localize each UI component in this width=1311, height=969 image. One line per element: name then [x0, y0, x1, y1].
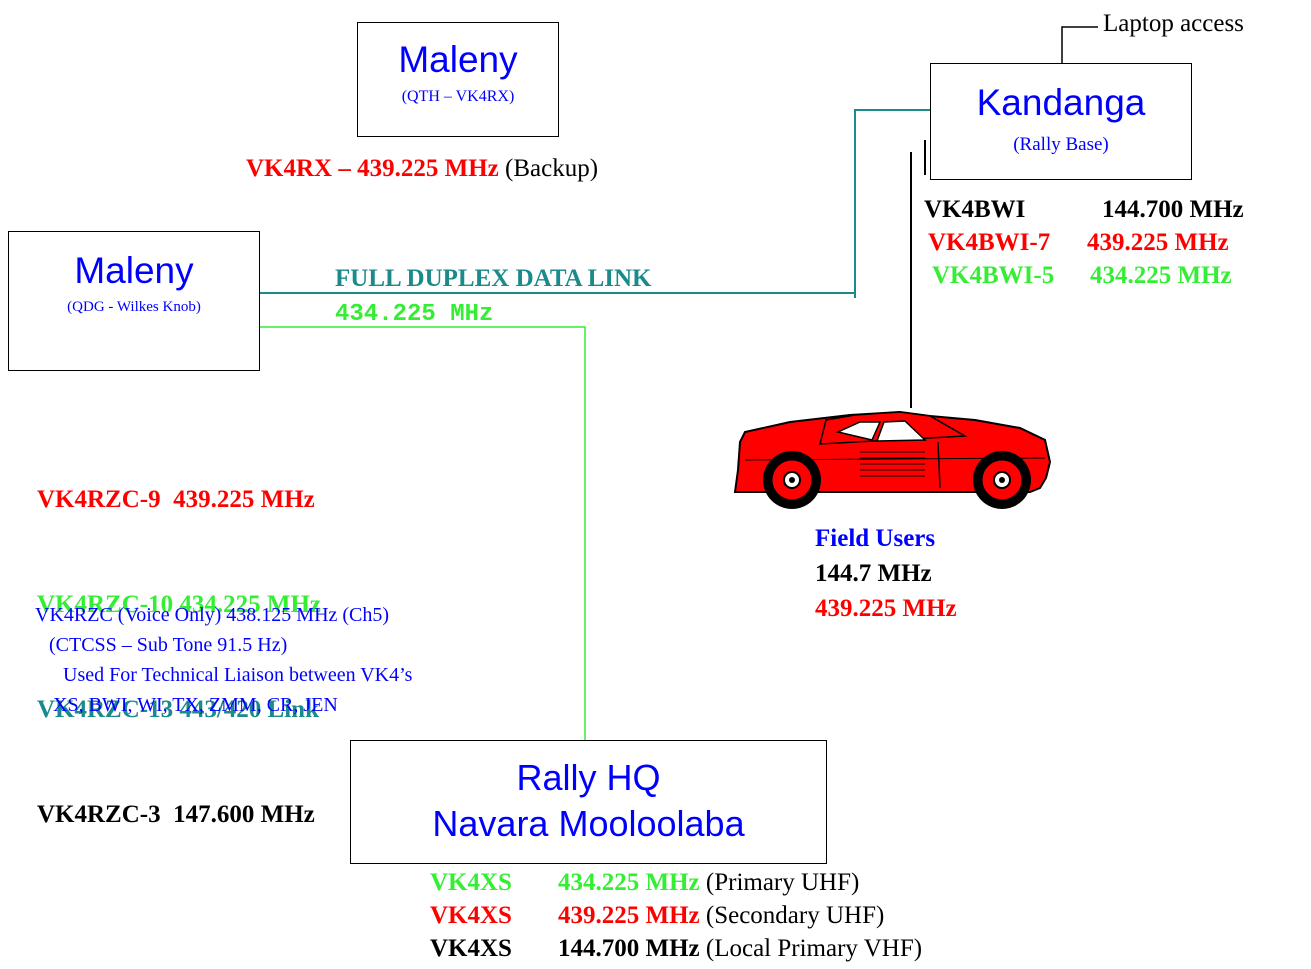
voice-info-line: Used For Technical Liaison between VK4’s — [63, 664, 413, 686]
hq-call: VK4XS — [430, 869, 512, 896]
kandanga-list: VK4BWI 144.700 MHz VK4BWI-7 439.225 MHz VK… — [924, 193, 1244, 292]
maleny-qth-box: Maleny (QTH – VK4RX) — [357, 22, 559, 137]
hq-freq: 144.700 MHz — [558, 935, 700, 962]
hq-link-line — [258, 326, 586, 740]
maleny-qdg-subtitle: (QDG - Wilkes Knob) — [67, 299, 201, 315]
hq-call: VK4XS — [430, 902, 512, 929]
backup-call: VK4RX – 439.225 MHz — [246, 155, 499, 182]
kandanga-call: VK4BWI-7 — [928, 229, 1051, 256]
rzc-item: VK4RZC-3 147.600 MHz — [37, 801, 315, 828]
backup-line: VK4RX – 439.225 MHz (Backup) — [246, 155, 598, 183]
maleny-qdg-box: Maleny (QDG - Wilkes Knob) — [8, 231, 260, 371]
rzc-list: VK4RZC-9 439.225 MHz VK4RZC-10 434.225 M… — [37, 412, 321, 867]
hq-list: VK4XS 434.225 MHz (Primary UHF) VK4XS 439.… — [430, 866, 922, 965]
field-users-vhf: 144.7 MHz — [815, 560, 932, 587]
rzc-item: VK4RZC-9 439.225 MHz — [37, 486, 315, 513]
voice-info-line: VK4RZC (Voice Only) 438.125 MHz (Ch5) — [35, 604, 390, 626]
maleny-qth-subtitle: (QTH – VK4RX) — [401, 88, 515, 105]
kandanga-subtitle: (Rally Base) — [1013, 134, 1109, 155]
kandanga-freq: 144.700 MHz — [1102, 196, 1244, 223]
kandanga-freq: 434.225 MHz — [1090, 262, 1232, 289]
hq-call: VK4XS — [430, 935, 512, 962]
rally-hq-box: Rally HQ Navara Mooloolaba — [350, 740, 827, 864]
kandanga-list-item: VK4BWI-7 439.225 MHz — [924, 226, 1244, 259]
laptop-access-line — [1061, 26, 1098, 63]
voice-info-line: (CTCSS – Sub Tone 91.5 Hz) — [49, 634, 288, 656]
rzc-item: VK4RZC-13 443/420 Link — [37, 696, 319, 723]
voice-info-line: XS, BWI, WI, TX, ZMM, CR, JEN — [53, 694, 338, 716]
rzc-item: VK4RZC-10 434.225 MHz — [37, 591, 321, 618]
kandanga-freq: 439.225 MHz — [1087, 229, 1229, 256]
maleny-qth-title: Maleny — [398, 39, 518, 80]
kandanga-call: VK4BWI-5 — [932, 262, 1055, 289]
car-icon — [733, 410, 1052, 509]
kandanga-box: Kandanga (Rally Base) — [930, 63, 1192, 180]
kandanga-call: VK4BWI — [924, 196, 1026, 223]
field-users-title: Field Users — [815, 525, 936, 552]
field-users: Field Users 144.7 MHz 439.225 MHz — [815, 521, 957, 626]
rally-hq-title-line2: Navara Mooloolaba — [432, 803, 745, 844]
data-link-line — [258, 109, 930, 294]
voice-info: VK4RZC (Voice Only) 438.125 MHz (Ch5) (C… — [35, 600, 412, 720]
kandanga-list-item: VK4BWI-5 434.225 MHz — [924, 259, 1244, 292]
hq-note: (Secondary UHF) — [699, 902, 885, 929]
hq-list-item: VK4XS 439.225 MHz (Secondary UHF) — [430, 899, 922, 932]
hq-note: (Primary UHF) — [699, 869, 860, 896]
kandanga-title: Kandanga — [976, 82, 1146, 123]
maleny-qdg-title: Maleny — [74, 250, 194, 291]
hq-list-item: VK4XS 434.225 MHz (Primary UHF) — [430, 866, 922, 899]
rally-hq-title-line1: Rally HQ — [516, 757, 661, 798]
link-title: FULL DUPLEX DATA LINK — [335, 265, 652, 292]
field-users-uhf: 439.225 MHz — [815, 595, 957, 622]
hq-freq: 434.225 MHz — [558, 869, 700, 896]
hq-list-item: VK4XS 144.700 MHz (Local Primary VHF) — [430, 932, 922, 965]
hq-freq: 439.225 MHz — [558, 902, 700, 929]
kandanga-list-item: VK4BWI 144.700 MHz — [924, 193, 1244, 226]
backup-note: (Backup) — [498, 155, 599, 182]
hq-note: (Local Primary VHF) — [699, 935, 923, 962]
link-freq: 434.225 MHz — [335, 301, 494, 328]
laptop-access-label: Laptop access — [1103, 10, 1244, 37]
